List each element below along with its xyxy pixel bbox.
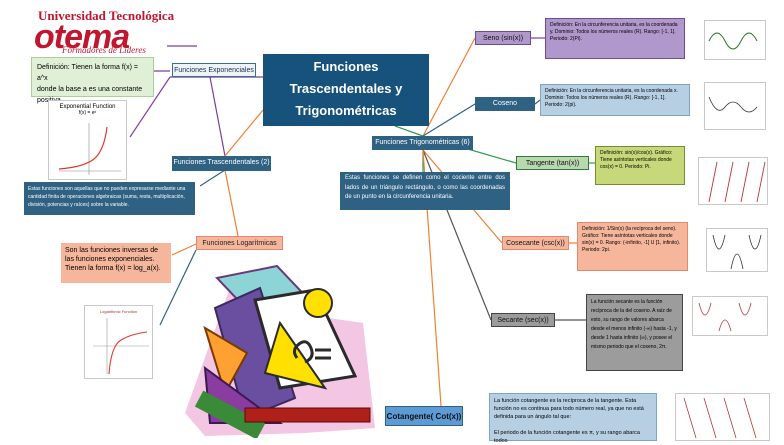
exponential-graph: Exponential Function f(x) = eˣ [48, 100, 127, 180]
trigonometricas-description: Estas funciones se definen como el cocie… [340, 172, 510, 210]
geometry-clipart [185, 264, 375, 438]
exp-def-text: Definición: Tienen la forma f(x) = a^x [37, 64, 138, 82]
node-cotangente[interactable]: Cotangente( Cot(x)) [385, 406, 463, 426]
seno-graph [704, 20, 766, 60]
coseno-info: Definición: En la circunferencia unitari… [540, 84, 690, 116]
exp-graph-formula: f(x) = eˣ [78, 110, 97, 116]
coseno-graph [704, 82, 766, 130]
node-cosecante[interactable]: Cosecante (csc(x)) [502, 236, 569, 250]
node-coseno[interactable]: Coseno [475, 97, 535, 111]
cot-info-part1: La función cotangente es la recíproca de… [494, 398, 644, 420]
cotangente-graph [675, 393, 770, 441]
node-funciones-exponenciales[interactable]: Funciones Exponenciales [172, 63, 256, 77]
node-seno[interactable]: Seno (sin(x)) [475, 31, 531, 45]
trascendentales-description: Estas funciones son aquellas que no pued… [24, 182, 195, 215]
logaritmicas-description: Son las funciones inversas de las funcio… [61, 243, 171, 283]
cosine-wave [708, 96, 758, 113]
secant-curves [698, 302, 752, 332]
cosecant-curves [712, 234, 762, 270]
main-title: Funciones Trascendentales y Trigonométri… [263, 54, 429, 126]
logarithmic-graph: Logarithmic Function [84, 305, 153, 379]
logo-university-text: Universidad Tecnológica [38, 8, 175, 23]
cosecante-graph [706, 228, 768, 272]
cotangent-curves [683, 397, 757, 439]
exponential-definition-box: Definición: Tienen la forma f(x) = a^x d… [31, 57, 154, 104]
node-funciones-trascendentales[interactable]: Funciones Trascendentales (2) [172, 156, 271, 171]
secante-info: La función secante es la función recípro… [586, 294, 683, 371]
cot-info-part2: El periodo de la función cotangente es π… [494, 430, 640, 444]
tangente-info: Definición: sin(x)/cos(x). Gráfico: Tien… [595, 146, 685, 185]
cosecante-info: Definición: 1/Sin(x) (la recíproca del s… [577, 222, 688, 271]
node-secante[interactable]: Secante (sec(x)) [491, 313, 555, 327]
exp-curve-svg [58, 123, 121, 175]
sine-wave [708, 32, 758, 50]
node-funciones-logaritmicas[interactable]: Funciones Logarítmicas [196, 236, 283, 250]
seno-info: Definición: En la circunferencia unitari… [545, 18, 685, 59]
node-tangente[interactable]: Tangente (tan(x)) [516, 156, 589, 170]
tangente-graph [698, 157, 768, 205]
log-curve-svg [93, 318, 149, 375]
secante-graph [692, 296, 768, 336]
cotangente-info: La función cotangente es la recíproca de… [489, 393, 657, 444]
logo-tagline: Formadores de Líderes [62, 45, 146, 55]
log-graph-title: Logarithmic Function [99, 309, 138, 314]
logo-otema: otema [34, 18, 130, 56]
node-funciones-trigonometricas[interactable]: Funciones Trigonométricas (6) [372, 136, 473, 150]
tangent-curves [708, 161, 766, 203]
exp-graph-title: Exponential Function [59, 104, 116, 110]
